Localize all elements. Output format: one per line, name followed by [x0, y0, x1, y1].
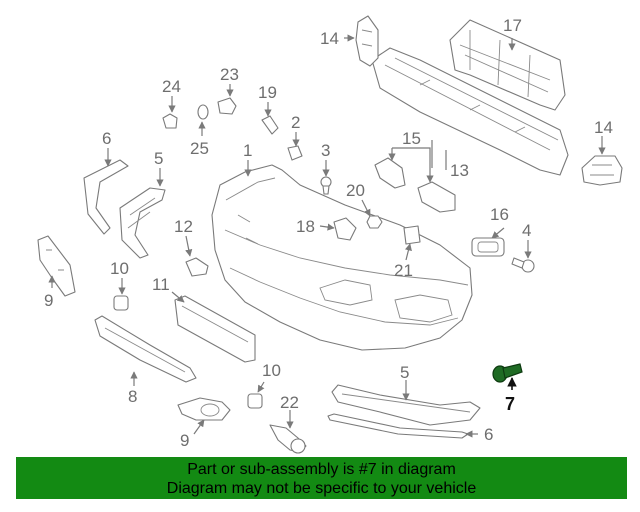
callout-20: 20 — [346, 181, 365, 200]
callout-22: 22 — [280, 393, 299, 412]
part-2-nut — [287, 145, 303, 161]
callout-6-upper: 6 — [102, 129, 111, 148]
callout-17: 17 — [503, 16, 522, 35]
info-banner: Part or sub-assembly is #7 in diagram Di… — [16, 457, 627, 499]
part-14-left-bracket — [355, 15, 379, 67]
callout-23: 23 — [220, 65, 239, 84]
callout-14-left: 14 — [320, 29, 339, 48]
part-18-bracket — [333, 217, 357, 241]
part-11-plate-bracket — [174, 295, 256, 363]
callout-19: 19 — [258, 83, 277, 102]
part-9-upper-bracket — [37, 235, 76, 297]
part-5-left-insert — [119, 187, 166, 259]
callout-18: 18 — [296, 217, 315, 236]
part-5-lower-insert — [331, 384, 481, 426]
callout-2: 2 — [291, 113, 300, 132]
part-16-cover — [471, 237, 505, 257]
callout-11: 11 — [152, 275, 170, 294]
part-1-bumper-cover — [211, 164, 473, 351]
callout-24: 24 — [162, 77, 181, 96]
callout-8: 8 — [128, 387, 137, 406]
part-15-brackets — [374, 157, 456, 213]
part-3-bolt — [320, 176, 332, 195]
part-25-grommet — [197, 104, 209, 120]
callout-13: 13 — [450, 161, 469, 180]
part-8-lower-trim — [94, 315, 197, 383]
callout-21: 21 — [394, 261, 413, 280]
callout-12: 12 — [174, 217, 193, 236]
parts-diagram: 14 17 14 15 13 24 23 25 19 2 3 1 6 5 20 … — [37, 15, 623, 454]
part-19-clip — [261, 115, 279, 135]
part-7-bolt-highlighted[interactable] — [492, 363, 523, 390]
part-13-impact-bar — [371, 47, 569, 176]
part-24-clip — [162, 113, 178, 129]
callout-15: 15 — [402, 129, 421, 148]
leader-lines — [48, 34, 606, 438]
banner-line-2: Diagram may not be specific to your vehi… — [166, 480, 477, 497]
banner-line-1: Part or sub-assembly is #7 in diagram — [187, 461, 456, 478]
part-12-clip — [185, 257, 209, 277]
callout-3: 3 — [321, 141, 330, 160]
part-17-reinforcement — [449, 19, 566, 111]
callout-14-right: 14 — [594, 118, 613, 137]
callout-10-lower: 10 — [262, 361, 281, 380]
part-10-upper-nut — [113, 295, 129, 311]
callout-7-highlighted: 7 — [505, 394, 515, 414]
part-10-lower-nut — [247, 393, 263, 409]
part-9-lower-bracket — [177, 397, 231, 421]
part-20-bolt — [366, 215, 383, 229]
callout-1: 1 — [243, 141, 252, 160]
callout-9-lower: 9 — [180, 431, 189, 450]
part-23-clip — [217, 97, 237, 115]
part-4-bolt — [511, 257, 535, 273]
callout-25: 25 — [190, 139, 209, 158]
callout-labels: 14 17 14 15 13 24 23 25 19 2 3 1 6 5 20 … — [44, 16, 613, 450]
part-14-right-bracket — [581, 155, 623, 186]
callout-5-upper: 5 — [154, 149, 163, 168]
callout-5-lower: 5 — [400, 363, 409, 382]
callout-10-upper: 10 — [110, 259, 129, 278]
part-6-upper-trim — [83, 159, 129, 235]
callout-4: 4 — [522, 221, 531, 240]
callout-16: 16 — [490, 205, 509, 224]
callout-6-lower: 6 — [484, 425, 493, 444]
part-21-bracket — [403, 225, 421, 245]
part-22-fog-lamp — [269, 424, 307, 454]
callout-9-upper: 9 — [44, 291, 53, 310]
